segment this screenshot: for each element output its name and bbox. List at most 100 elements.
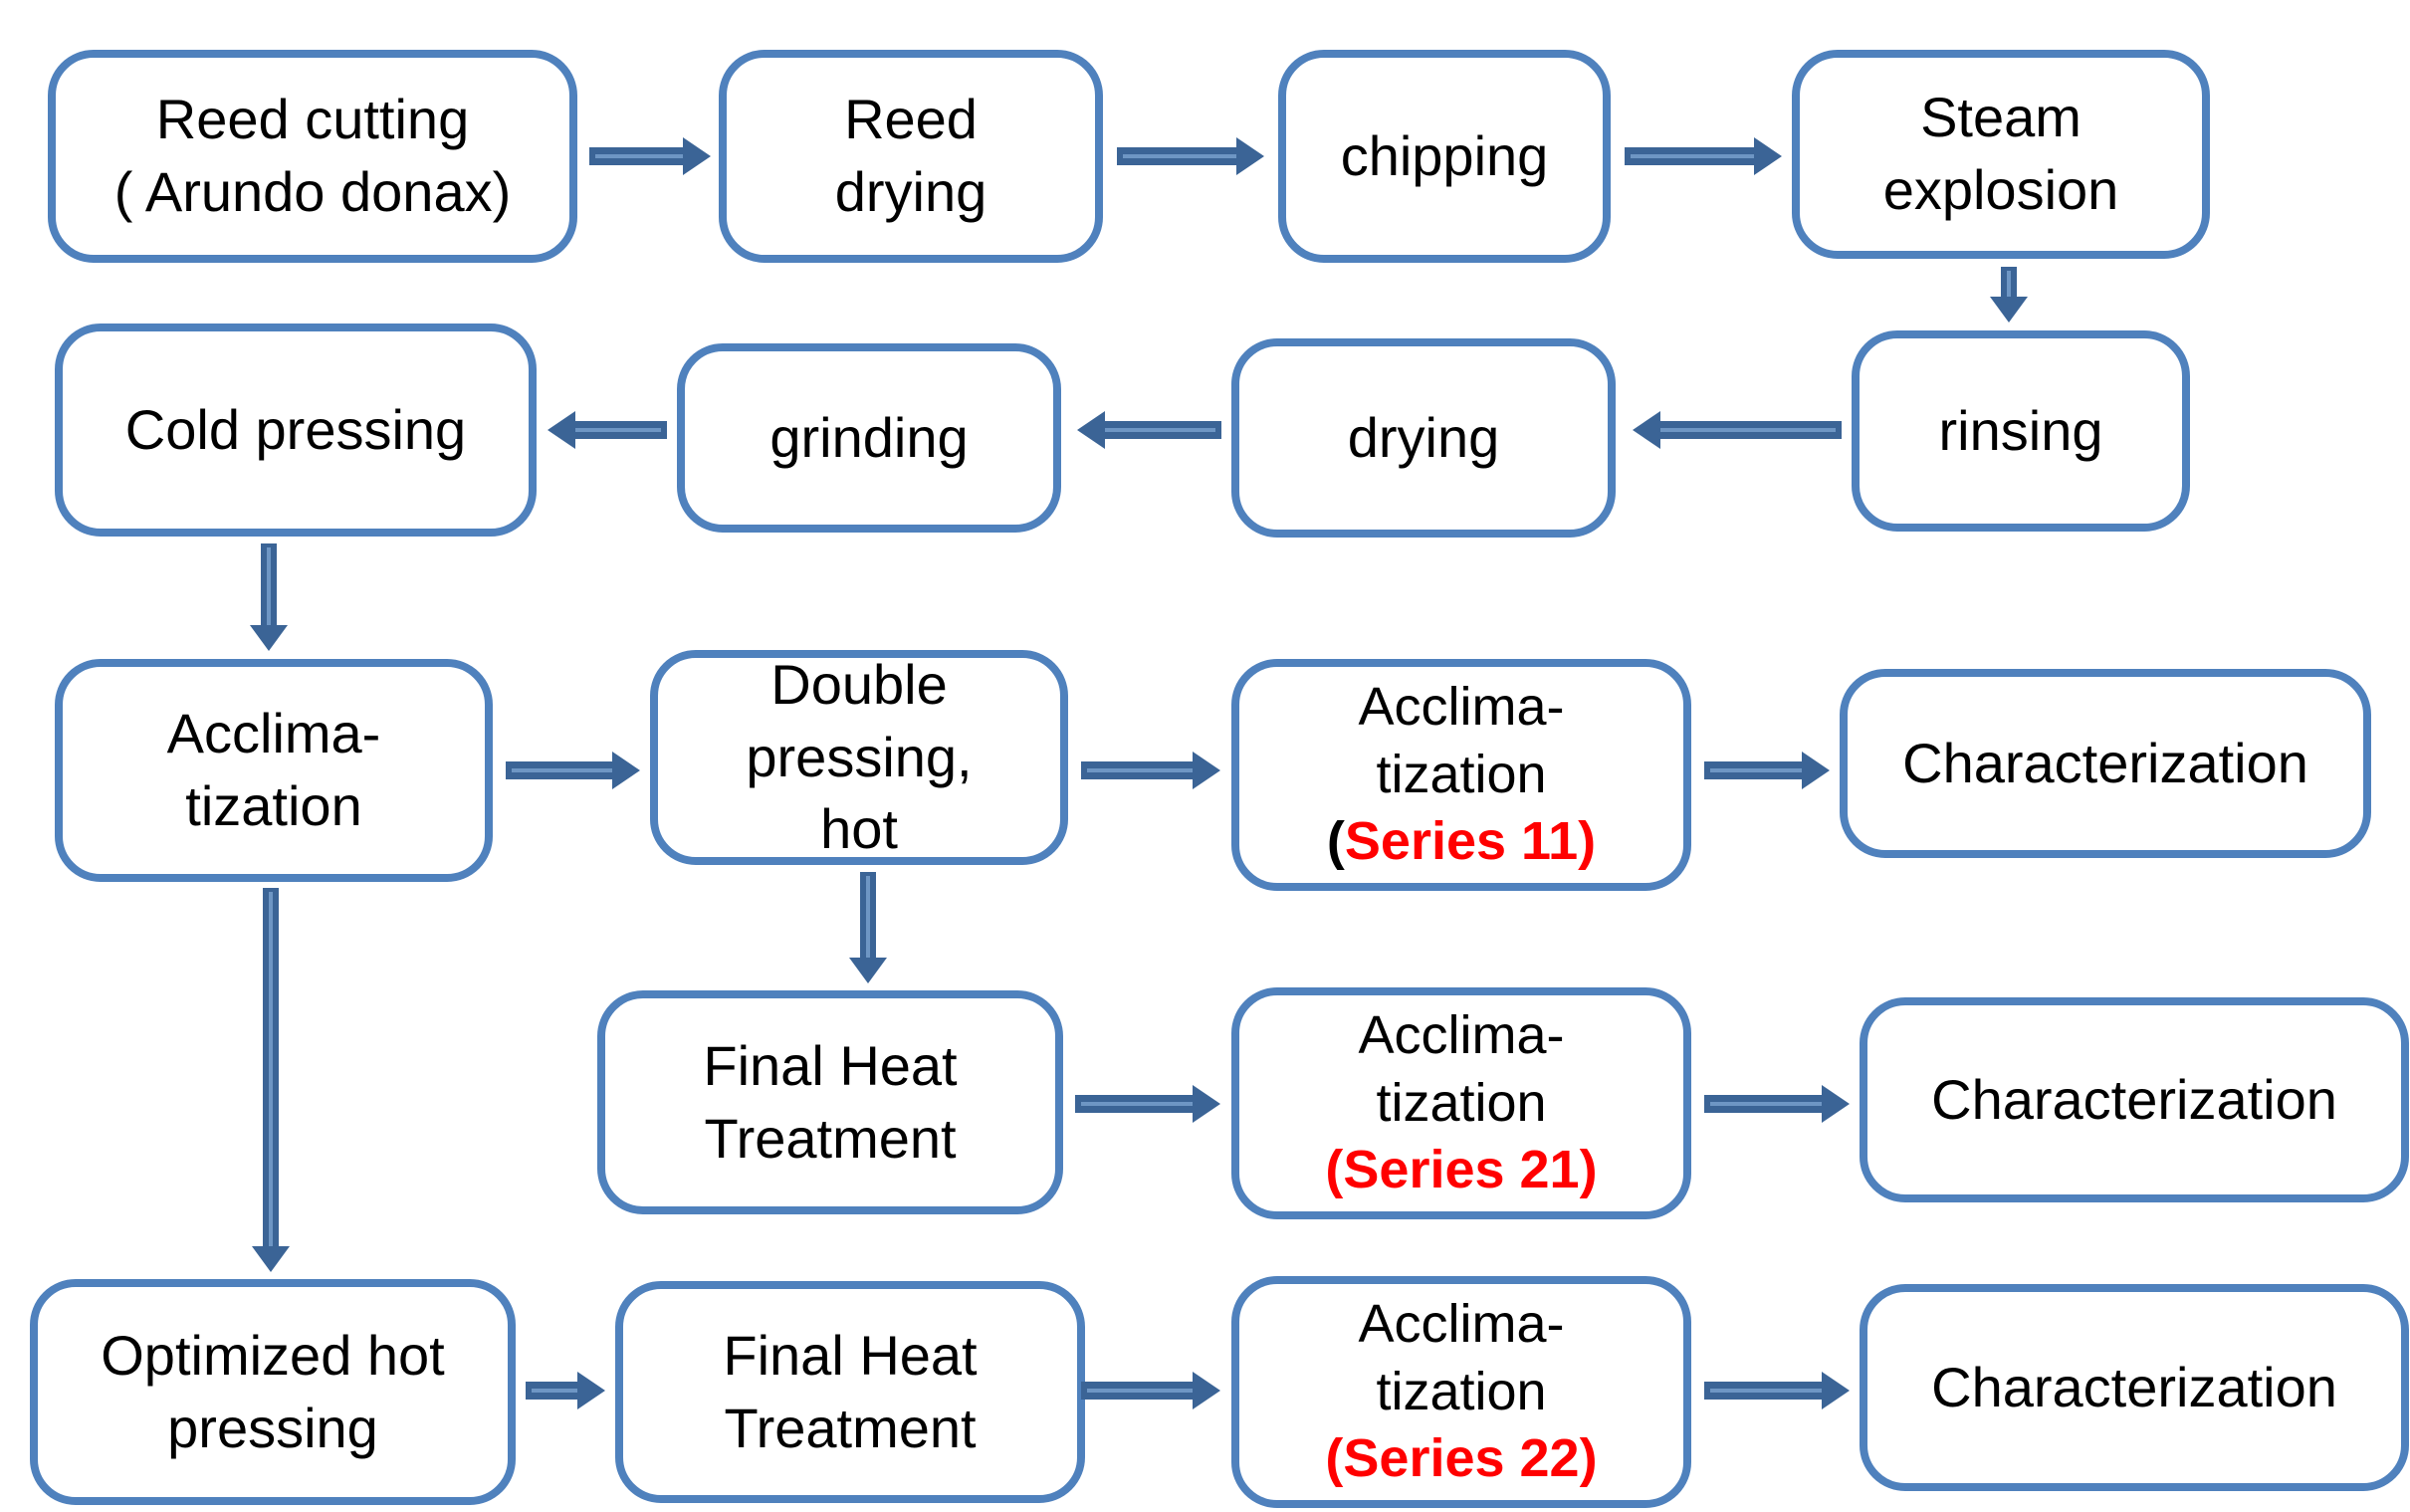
arrow-shaft — [1625, 147, 1756, 165]
arrow-head — [1193, 1372, 1220, 1409]
node-optimized-hot-pressing: Optimized hot pressing — [30, 1279, 516, 1505]
arrow-head — [1236, 137, 1264, 175]
arrow-shaft — [1704, 1095, 1824, 1113]
node-grinding: grinding — [677, 343, 1061, 533]
node-label-line: tization — [1376, 1072, 1547, 1133]
arrow-shaft — [1081, 1382, 1195, 1400]
node-drying: drying — [1231, 338, 1616, 538]
arrow-shaft — [1075, 1095, 1195, 1113]
arrow-acclimatization-to-optimized-hot-pressing — [252, 888, 290, 1272]
node-characterization-1: Characterization — [1840, 669, 2371, 858]
arrow-final-heat-1-to-series-21 — [1075, 1085, 1220, 1123]
series-22-label: (Series 22) — [1325, 1425, 1597, 1493]
series-paren-black: ( — [1326, 811, 1345, 872]
arrow-shaft — [261, 543, 277, 627]
node-label-line: Reed cutting — [155, 88, 470, 151]
node-label-line: Treatment — [704, 1106, 957, 1170]
arrow-head — [1990, 297, 2028, 323]
arrow-head — [252, 1246, 290, 1272]
node-label-line: tization — [1376, 1361, 1547, 1421]
node-characterization-3: Characterization — [1860, 1284, 2409, 1491]
node-label-line: Final Heat — [703, 1033, 958, 1097]
arrow-double-pressing-to-final-heat-1 — [849, 872, 887, 983]
node-label-line: hot — [820, 797, 898, 861]
arrow-shaft — [1081, 761, 1195, 779]
node-chipping: chipping — [1278, 50, 1611, 263]
node-label-line: drying — [1347, 405, 1500, 469]
arrow-cold-pressing-to-acclimatization — [250, 543, 288, 651]
series-red-text: Series 11) — [1344, 811, 1597, 872]
node-cold-pressing: Cold pressing — [55, 324, 537, 537]
node-label-line: chipping — [1340, 123, 1549, 187]
arrow-grinding-to-cold-pressing — [548, 411, 667, 449]
arrow-shaft — [860, 872, 876, 960]
node-label-line: Acclima- — [1358, 1005, 1565, 1066]
arrow-series-11-to-characterization-1 — [1704, 752, 1830, 789]
arrow-head — [849, 958, 887, 983]
arrow-double-pressing-to-series-11 — [1081, 752, 1220, 789]
node-label-line: Acclima- — [1358, 1294, 1565, 1355]
arrow-head — [250, 625, 288, 651]
arrow-rinsing-to-drying — [1633, 411, 1842, 449]
arrow-shaft — [526, 1382, 579, 1400]
arrow-reed-cutting-to-reed-drying — [589, 137, 711, 175]
arrow-shaft — [1704, 1382, 1824, 1400]
arrow-head — [683, 137, 711, 175]
node-label-line: grinding — [769, 405, 969, 469]
node-characterization-2: Characterization — [1860, 997, 2409, 1202]
arrow-shaft — [1117, 147, 1238, 165]
arrow-head — [1754, 137, 1782, 175]
node-label-line: pressing — [167, 1396, 378, 1459]
node-label-line: Reed — [844, 88, 978, 151]
node-steam-explosion: Steam explosion — [1792, 50, 2210, 259]
arrow-head — [1193, 1085, 1220, 1123]
node-final-heat-treatment-1: Final Heat Treatment — [597, 990, 1063, 1214]
arrow-shaft — [506, 761, 614, 779]
arrow-head — [612, 752, 640, 789]
arrow-series-21-to-characterization-2 — [1704, 1085, 1850, 1123]
arrow-optimized-hot-to-final-heat-2 — [526, 1372, 605, 1409]
node-final-heat-treatment-2: Final Heat Treatment — [615, 1281, 1085, 1503]
node-label-line: Double — [770, 652, 948, 716]
node-reed-cutting: Reed cutting ( Arundo donax) — [48, 50, 577, 263]
node-label-line: tization — [185, 774, 362, 837]
series-21-label: (Series 21) — [1325, 1137, 1597, 1204]
arrow-head — [1822, 1085, 1850, 1123]
series-red-text: (Series 21) — [1325, 1140, 1598, 1200]
arrow-shaft — [589, 147, 685, 165]
arrow-shaft — [1704, 761, 1804, 779]
node-label-line: Acclima- — [1358, 677, 1565, 738]
node-label-line: Final Heat — [723, 1323, 978, 1387]
series-red-text: (Series 22) — [1325, 1428, 1598, 1489]
node-rinsing: rinsing — [1852, 330, 2190, 532]
arrow-head — [1633, 411, 1660, 449]
node-acclimatization-series-21: Acclima- tization (Series 21) — [1231, 987, 1691, 1219]
node-label-line: Treatment — [724, 1396, 977, 1459]
arrow-shaft — [1103, 421, 1221, 439]
node-label-line: drying — [834, 160, 987, 223]
node-label-line: Acclima- — [166, 702, 381, 765]
node-label-line: Characterization — [1902, 731, 2308, 794]
arrow-steam-explosion-to-rinsing — [1990, 267, 2028, 323]
arrow-drying-to-grinding — [1077, 411, 1221, 449]
node-label-line: Cold pressing — [124, 397, 467, 461]
arrow-chipping-to-steam-explosion — [1625, 137, 1782, 175]
node-label-line: ( Arundo donax) — [113, 160, 512, 223]
arrow-acclimatization-to-double-pressing — [506, 752, 640, 789]
node-reed-drying: Reed drying — [719, 50, 1103, 263]
node-label-line: Characterization — [1931, 1355, 2337, 1418]
node-acclimatization: Acclima- tization — [55, 659, 493, 882]
arrow-final-heat-2-to-series-22 — [1081, 1372, 1220, 1409]
node-double-pressing-hot: Double pressing, hot — [650, 650, 1068, 865]
arrow-shaft — [263, 888, 279, 1248]
node-acclimatization-series-11: Acclima- tization (Series 11) — [1231, 659, 1691, 891]
node-label-line: pressing, — [746, 725, 973, 788]
arrow-head — [1193, 752, 1220, 789]
node-label-line: Characterization — [1931, 1067, 2337, 1131]
node-label-line: explosion — [1882, 158, 2119, 221]
arrow-head — [1802, 752, 1830, 789]
node-label-line: rinsing — [1938, 398, 2103, 462]
node-label-line: Optimized hot — [101, 1323, 445, 1387]
arrow-head — [1077, 411, 1105, 449]
